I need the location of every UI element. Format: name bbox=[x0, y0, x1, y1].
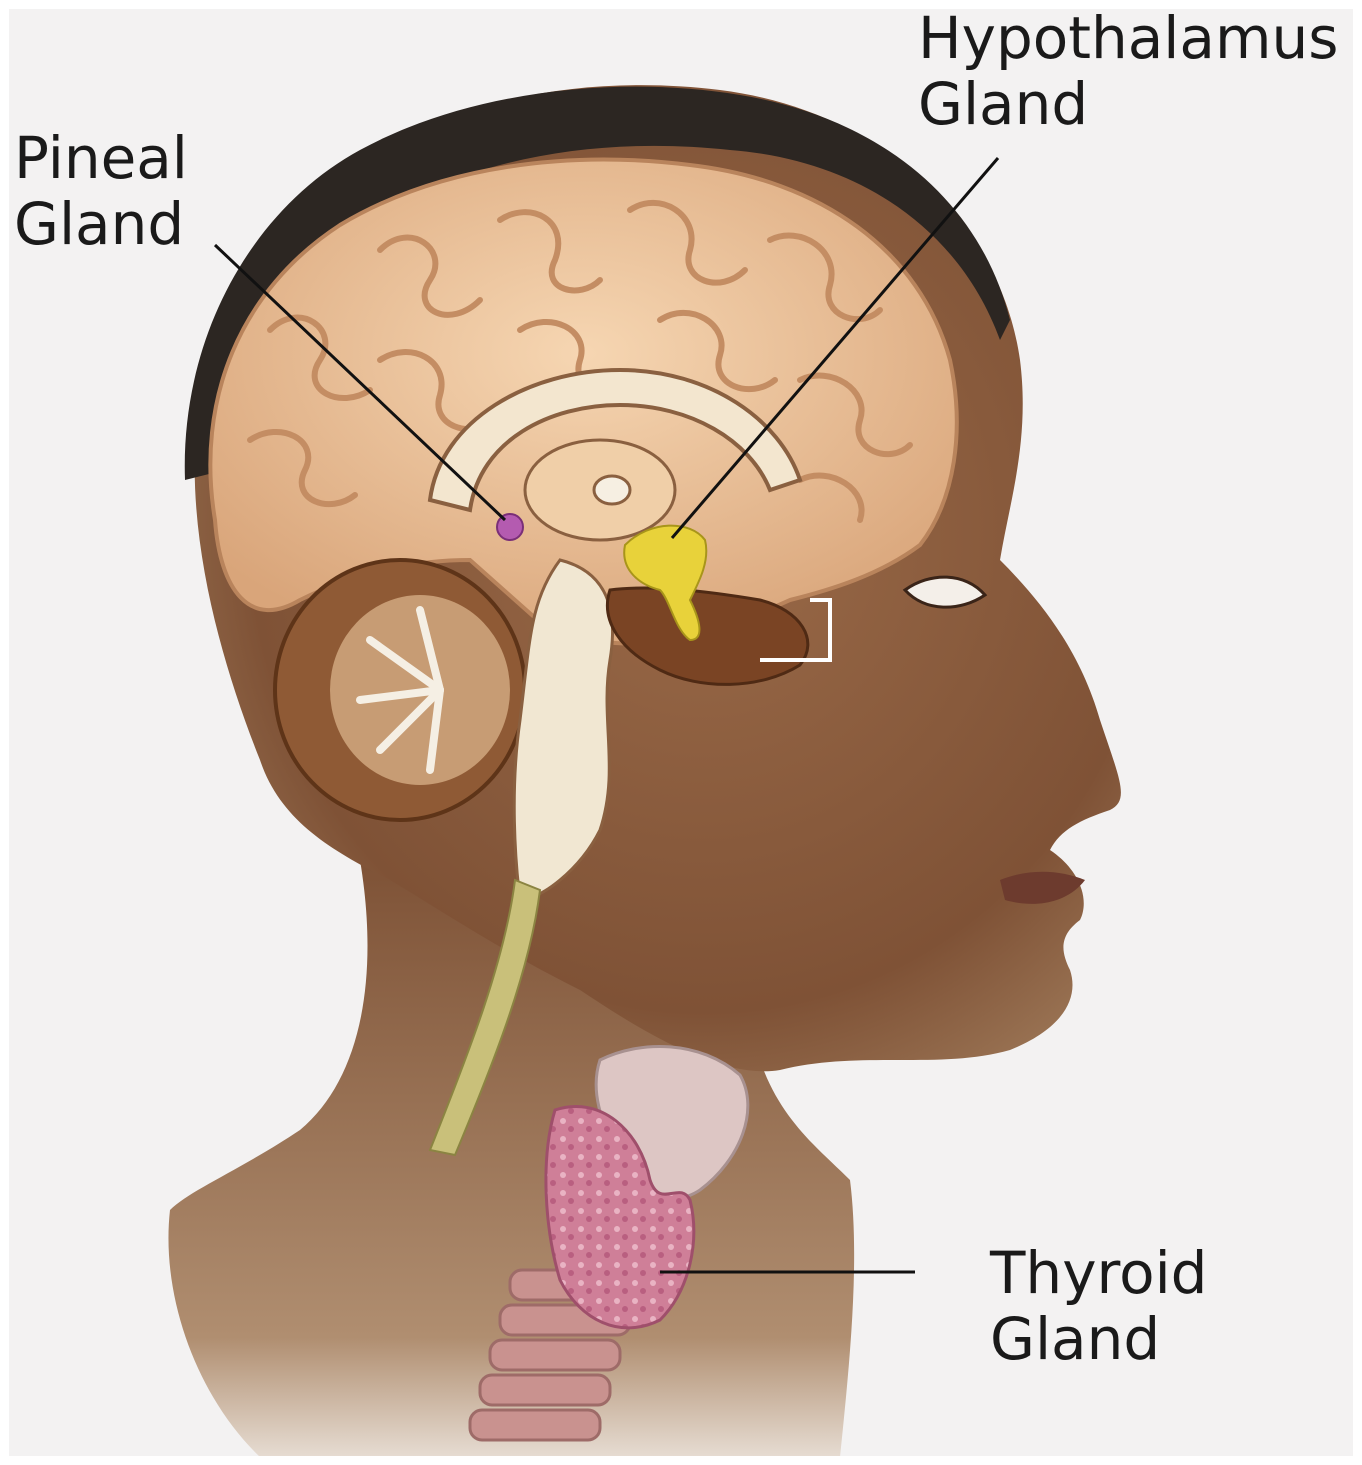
hypothalamus-label-line2: Gland bbox=[918, 71, 1338, 137]
thyroid-gland-label: Thyroid Gland bbox=[990, 1240, 1208, 1372]
pineal-label-line2: Gland bbox=[14, 191, 188, 257]
thyroid-label-line1: Thyroid bbox=[990, 1240, 1208, 1306]
thyroid-label-line2: Gland bbox=[990, 1306, 1208, 1372]
hypothalamus-label-line1: Hypothalamus bbox=[918, 5, 1338, 71]
pineal-gland-label: Pineal Gland bbox=[14, 125, 188, 257]
hypothalamus-gland-label: Hypothalamus Gland bbox=[918, 5, 1338, 137]
pineal-label-line1: Pineal bbox=[14, 125, 188, 191]
interthalamic-adhesion bbox=[594, 476, 630, 504]
